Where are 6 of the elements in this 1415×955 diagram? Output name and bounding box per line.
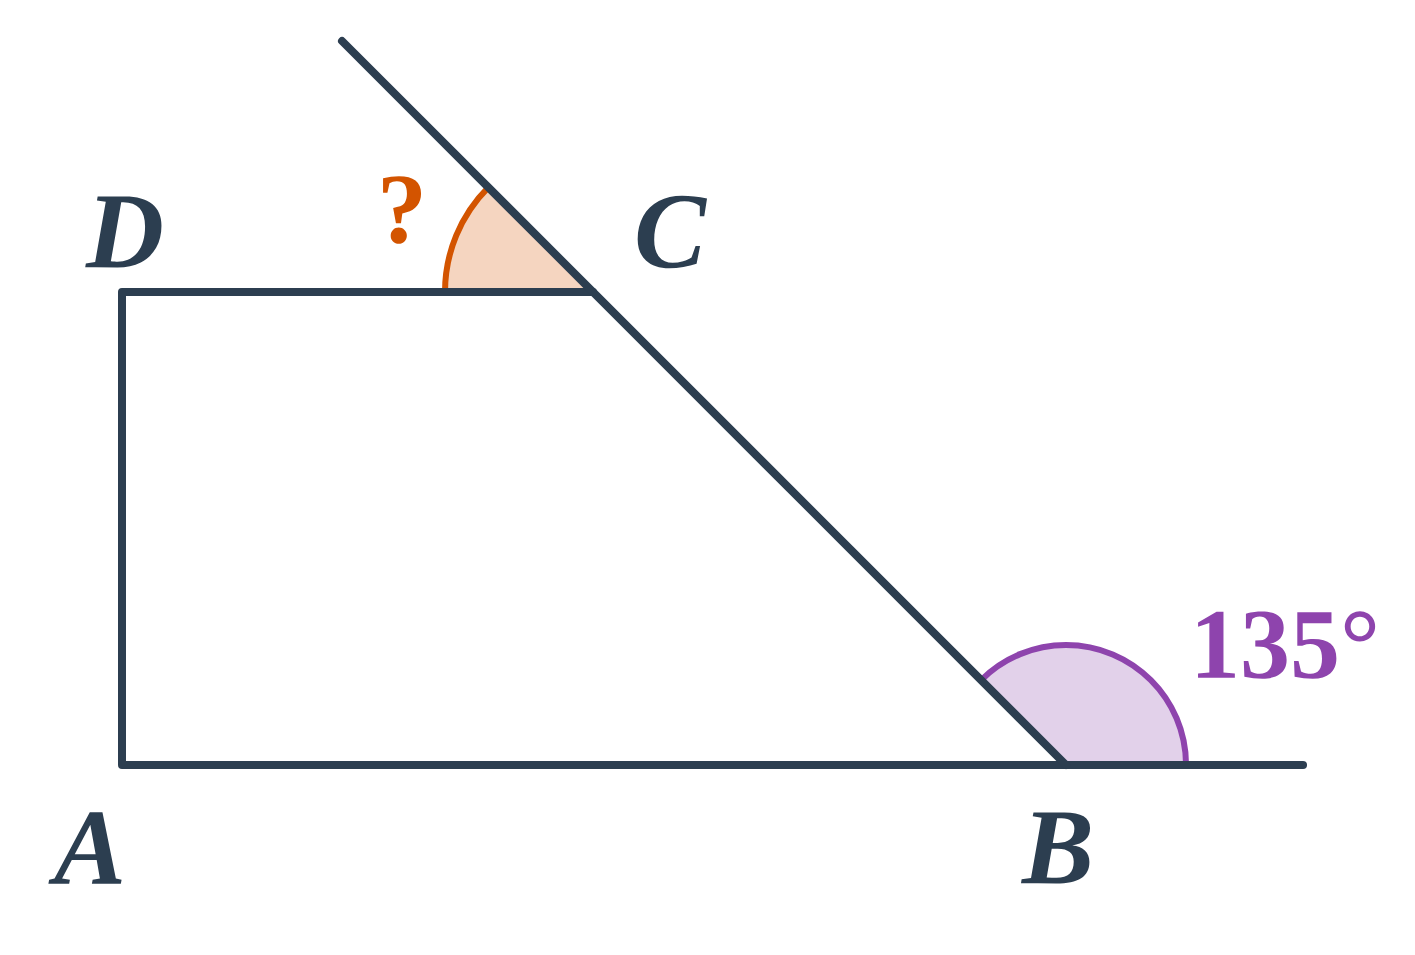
angle-label: ? (383, 176, 422, 244)
vertex-label: D (85, 196, 162, 268)
vertex-label: C (637, 195, 708, 269)
vertex-label: A (48, 812, 122, 884)
vertex-label: B (1021, 812, 1090, 884)
angle-label: 135° (1198, 611, 1376, 679)
